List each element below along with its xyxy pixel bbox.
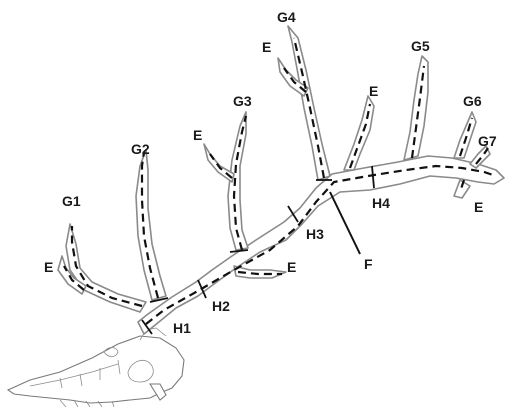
tine-g1 [65, 223, 147, 313]
g5-length-line [410, 65, 426, 159]
e-h2-length-line [237, 270, 282, 276]
label-e-g4: E [262, 39, 271, 55]
label-e-h2: E [287, 259, 296, 275]
tine-g5 [403, 55, 429, 161]
main-beam [137, 155, 505, 335]
g3-length-line [232, 115, 248, 251]
g7-length-line [475, 147, 489, 165]
label-g2: G2 [131, 141, 150, 157]
label-g7: G7 [478, 133, 497, 149]
g1-length-line [70, 226, 143, 308]
tine-g2 [135, 149, 167, 301]
g2-base-mark [149, 297, 169, 303]
label-e-g6: E [474, 199, 483, 215]
label-e-g1: E [44, 259, 53, 275]
e-g6-length-line [458, 179, 466, 193]
label-f: F [364, 256, 373, 272]
tines [57, 25, 491, 313]
g6-length-line [458, 117, 474, 157]
tine-e-g6 [453, 179, 471, 199]
label-g4: G4 [277, 9, 296, 25]
tine-mid-upper [343, 95, 375, 171]
label-h3: H3 [306, 226, 324, 242]
h1-mark [141, 319, 153, 335]
label-g3: G3 [233, 93, 252, 109]
label-g1: G1 [62, 193, 81, 209]
h4-mark [371, 165, 375, 189]
g2-length-line [140, 151, 160, 299]
h2-mark [197, 279, 207, 299]
h3-mark [287, 205, 299, 223]
elk-skull [6, 327, 185, 407]
f-leader-line [329, 191, 361, 255]
tine-g4 [287, 25, 331, 181]
e-g3-length-line [209, 153, 233, 179]
label-e-upper: E [369, 83, 378, 99]
label-g5: G5 [411, 38, 430, 54]
label-e-g3: E [193, 127, 202, 143]
g3-base-mark [229, 249, 249, 253]
g4-length-line [292, 37, 326, 179]
labels: G1 G2 G3 G4 G5 G6 G7 H1 H2 H3 H4 E E E E… [44, 9, 497, 336]
e-g1-length-line [63, 265, 85, 291]
circumference-marks [141, 165, 375, 335]
measurement-lines [63, 37, 497, 325]
tine-g3 [227, 111, 249, 251]
e-g4-length-line [283, 67, 307, 93]
label-h1: H1 [173, 320, 191, 336]
tine-g6 [453, 111, 477, 159]
label-h4: H4 [372, 195, 390, 211]
label-h2: H2 [212, 298, 230, 314]
e-upper-length-line [348, 103, 372, 169]
label-g6: G6 [463, 93, 482, 109]
